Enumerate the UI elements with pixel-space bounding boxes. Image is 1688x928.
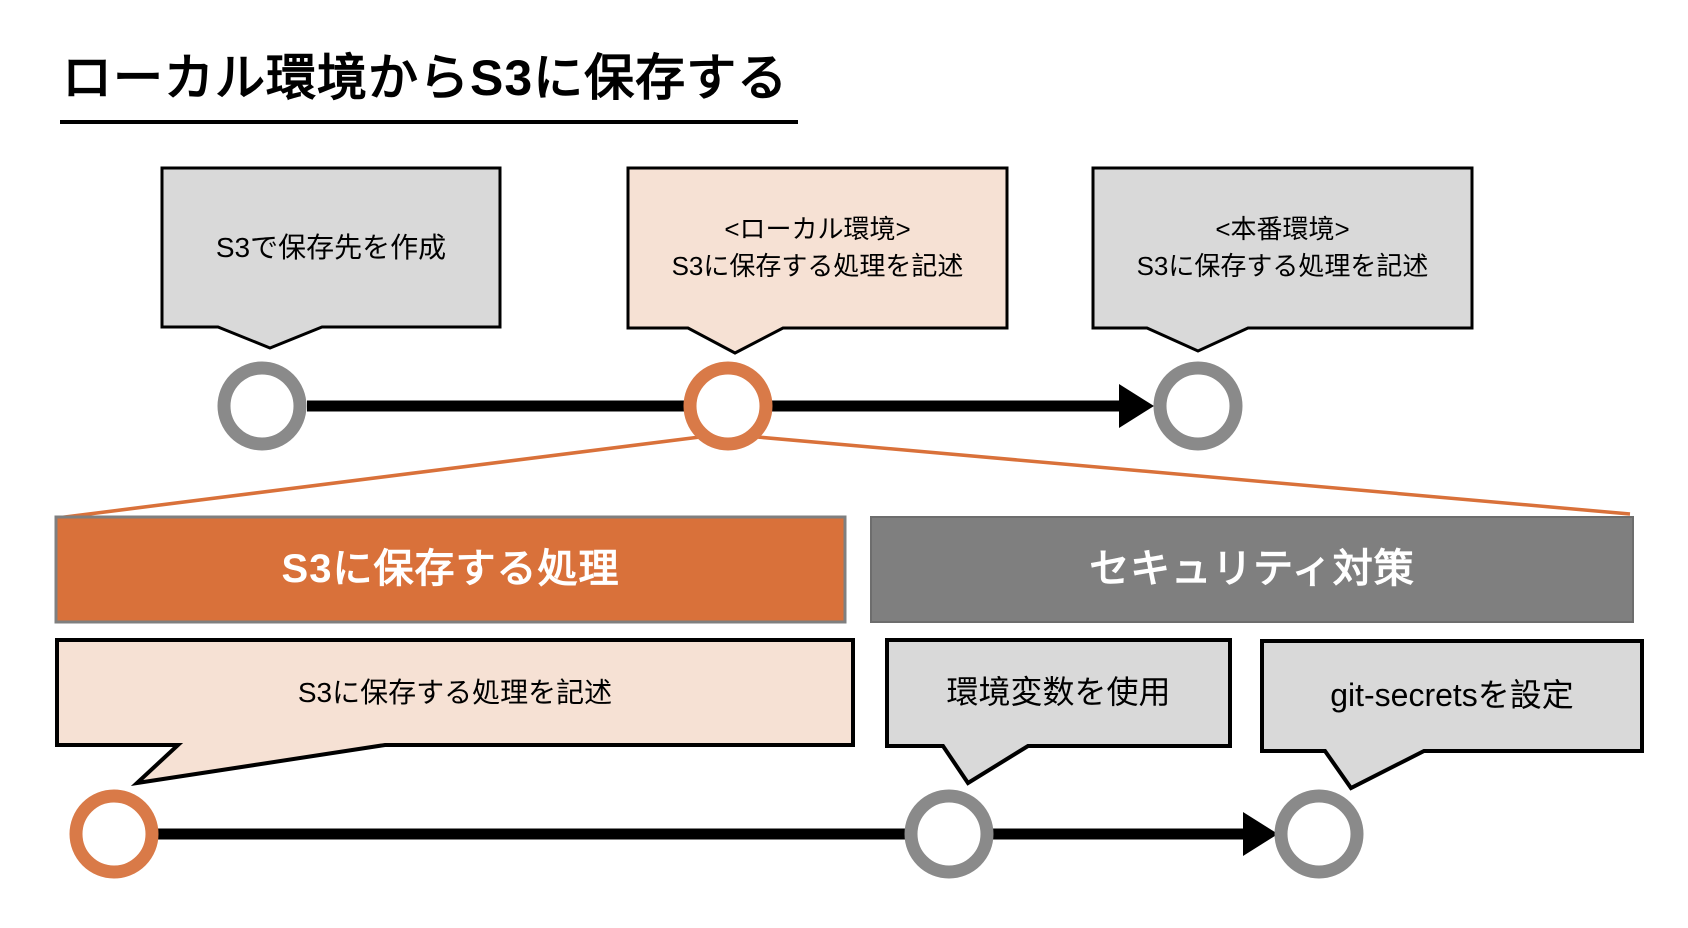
callout-write-s3-process <box>55 638 855 786</box>
section-band-security <box>870 516 1634 623</box>
expand-line-left <box>56 435 701 520</box>
node-env-vars-icon <box>904 789 994 879</box>
bottom-arrowhead-icon <box>1243 812 1278 856</box>
callout-write-s3-process-label: S3に保存する処理を記述 <box>297 676 613 708</box>
section-band-s3-process <box>54 515 847 624</box>
callout-production-env-label: <本番環境> S3に保存する処理を記述 <box>1093 168 1472 328</box>
node-start-icon <box>217 361 307 451</box>
callout-line: S3に保存する処理を記述 <box>1136 251 1429 281</box>
callout-create-destination-label: S3で保存先を作成 <box>162 168 500 327</box>
top-arrowhead-icon <box>1119 384 1154 428</box>
node-git-secrets-icon <box>1274 789 1364 879</box>
callout-git-secrets <box>1260 639 1644 791</box>
callout-local-env <box>626 166 1009 355</box>
callout-local-env-label: <ローカル環境> S3に保存する処理を記述 <box>628 168 1007 328</box>
node-detail-start-icon <box>69 789 159 879</box>
section-header-s3-process: S3に保存する処理 <box>281 547 620 592</box>
callout-env-vars <box>885 638 1232 786</box>
node-production-icon <box>1153 361 1243 451</box>
callout-line: <本番環境> <box>1215 214 1350 245</box>
callout-env-vars-label: 環境変数を使用 <box>946 674 1171 711</box>
callout-production-env <box>1091 166 1474 353</box>
callout-line: <ローカル環境> <box>724 214 911 245</box>
callout-line: S3で保存先を作成 <box>215 231 447 263</box>
callout-create-destination <box>160 166 502 350</box>
page-title: ローカル環境からS3に保存する <box>60 38 799 124</box>
section-header-security: セキュリティ対策 <box>1089 547 1415 592</box>
callout-git-secrets-label: git-secretsを設定 <box>1330 677 1574 714</box>
expand-line-right <box>756 435 1631 516</box>
node-local-icon <box>683 361 773 451</box>
callout-line: S3に保存する処理を記述 <box>671 251 964 281</box>
